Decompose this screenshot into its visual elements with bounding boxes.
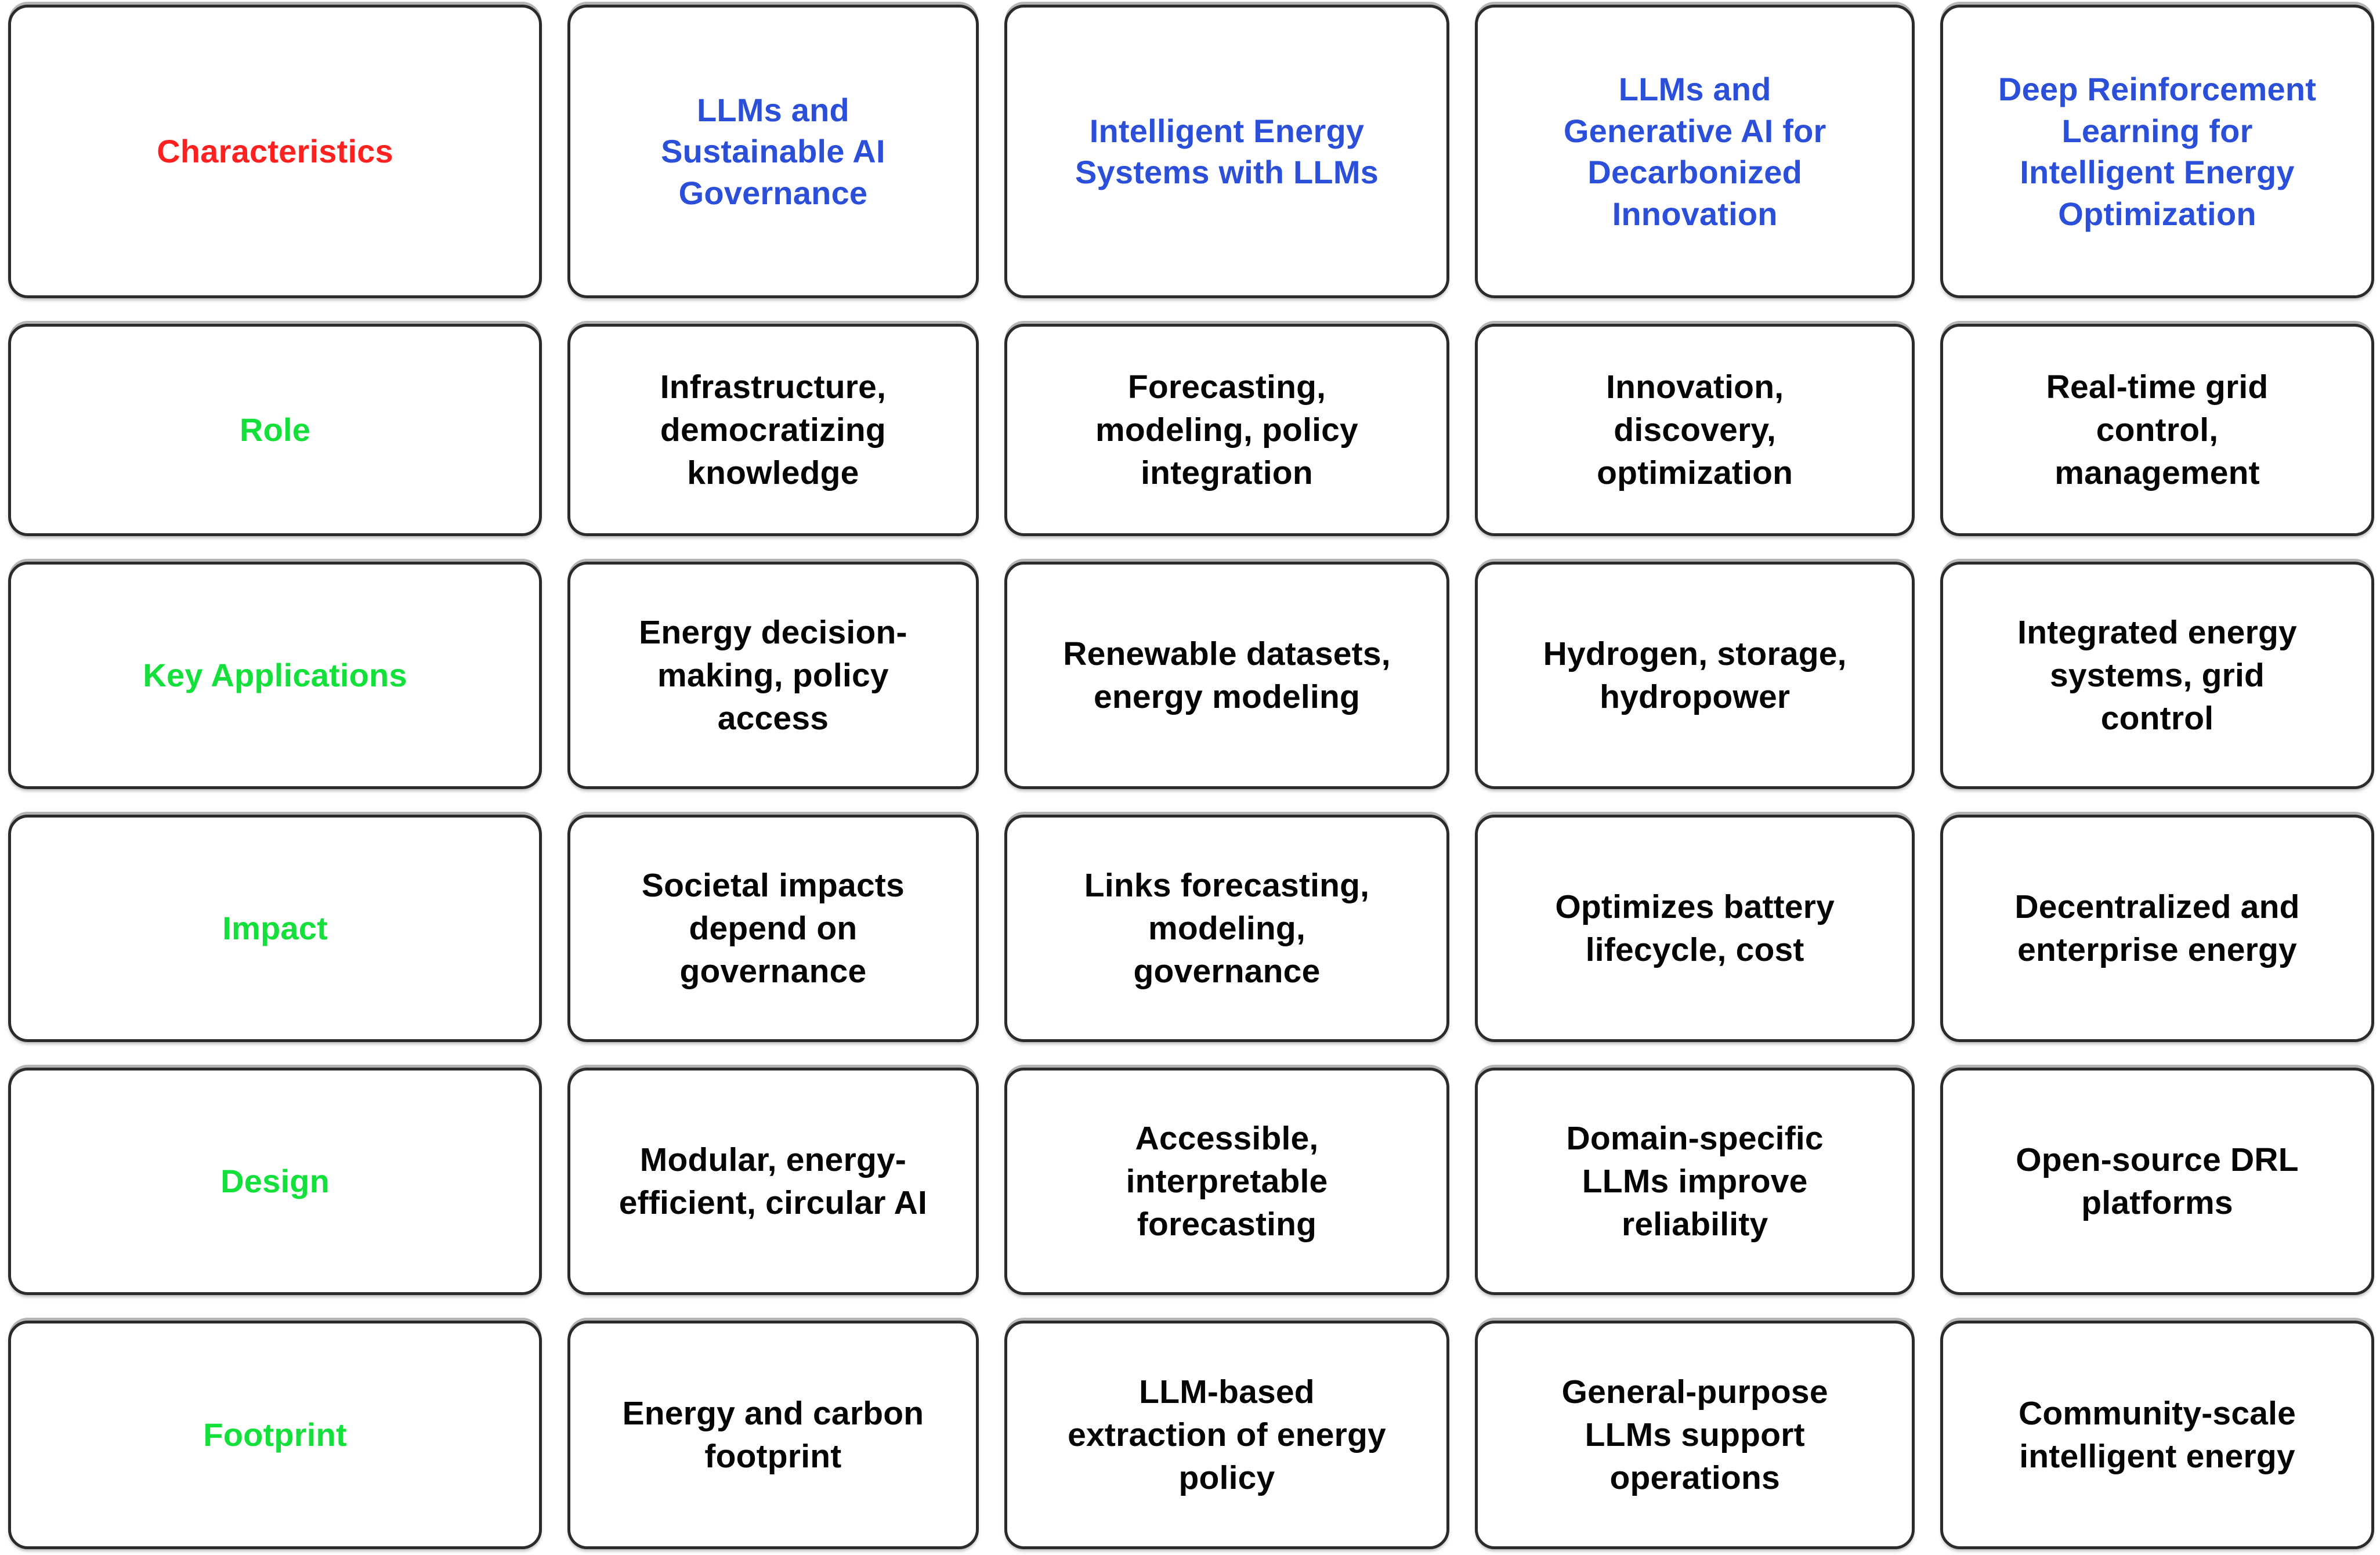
cell-role-col4: Real-time grid control, management xyxy=(1940,324,2374,537)
cell-impact-col1: Societal impacts depend on governance xyxy=(567,815,979,1043)
cell-footprint-col2: LLM-based extraction of energy policy xyxy=(1004,1321,1450,1549)
row-label-design: Design xyxy=(8,1068,542,1296)
cell-impact-col3-text: Optimizes battery lifecycle, cost xyxy=(1555,888,1835,969)
cell-design-col4-text: Open-source DRL platforms xyxy=(2016,1141,2299,1222)
cell-key-applications-col1: Energy decision- making, policy access xyxy=(567,562,979,790)
cell-footprint-col3-text: General-purpose LLMs support operations xyxy=(1561,1373,1828,1497)
cell-design-col2-text: Accessible, interpretable forecasting xyxy=(1126,1119,1328,1243)
cell-role-col3-text: Innovation, discovery, optimization xyxy=(1597,368,1793,492)
cell-footprint-col1: Energy and carbon footprint xyxy=(567,1321,979,1549)
cell-design-col3: Domain-specific LLMs improve reliability xyxy=(1475,1068,1915,1296)
cell-key-applications-col3: Hydrogen, storage, hydropower xyxy=(1475,562,1915,790)
cell-role-col1: Infrastructure, democratizing knowledge xyxy=(567,324,979,537)
column-header-4-label: Deep Reinforcement Learning for Intellig… xyxy=(1998,70,2317,232)
column-header-2-label: Intelligent Energy Systems with LLMs xyxy=(1075,112,1379,191)
cell-design-col4: Open-source DRL platforms xyxy=(1940,1068,2374,1296)
column-header-3: LLMs and Generative AI for Decarbonized … xyxy=(1475,5,1915,299)
cell-design-col2: Accessible, interpretable forecasting xyxy=(1004,1068,1450,1296)
row-label-role: Role xyxy=(8,324,542,537)
cell-footprint-col1-text: Energy and carbon footprint xyxy=(622,1394,924,1476)
column-header-4: Deep Reinforcement Learning for Intellig… xyxy=(1940,5,2374,299)
cell-key-applications-col2: Renewable datasets, energy modeling xyxy=(1004,562,1450,790)
row-label-footprint-text: Footprint xyxy=(203,1416,347,1453)
cell-impact-col1-text: Societal impacts depend on governance xyxy=(641,866,905,990)
cell-key-applications-col1-text: Energy decision- making, policy access xyxy=(639,613,907,737)
header-corner-cell: Characteristics xyxy=(8,5,542,299)
cell-key-applications-col4: Integrated energy systems, grid control xyxy=(1940,562,2374,790)
cell-impact-col2-text: Links forecasting, modeling, governance xyxy=(1084,866,1370,990)
row-label-footprint: Footprint xyxy=(8,1321,542,1549)
characteristics-label: Characteristics xyxy=(157,133,393,170)
cell-design-col1-text: Modular, energy- efficient, circular AI xyxy=(618,1141,928,1222)
row-label-key-applications: Key Applications xyxy=(8,562,542,790)
cell-role-col4-text: Real-time grid control, management xyxy=(2046,368,2269,492)
column-header-1-label: LLMs and Sustainable AI Governance xyxy=(661,91,885,212)
row-label-key-applications-text: Key Applications xyxy=(143,656,407,693)
cell-footprint-col4-text: Community-scale intelligent energy xyxy=(2018,1394,2296,1476)
cell-role-col2: Forecasting, modeling, policy integratio… xyxy=(1004,324,1450,537)
cell-design-col3-text: Domain-specific LLMs improve reliability xyxy=(1566,1119,1824,1243)
cell-role-col2-text: Forecasting, modeling, policy integratio… xyxy=(1095,368,1358,492)
cell-impact-col3: Optimizes battery lifecycle, cost xyxy=(1475,815,1915,1043)
cell-key-applications-col4-text: Integrated energy systems, grid control xyxy=(2017,613,2297,737)
cell-key-applications-col2-text: Renewable datasets, energy modeling xyxy=(1063,635,1391,716)
column-header-1: LLMs and Sustainable AI Governance xyxy=(567,5,979,299)
cell-impact-col4-text: Decentralized and enterprise energy xyxy=(2014,888,2300,969)
cell-key-applications-col3-text: Hydrogen, storage, hydropower xyxy=(1543,635,1847,716)
cell-design-col1: Modular, energy- efficient, circular AI xyxy=(567,1068,979,1296)
cell-impact-col2: Links forecasting, modeling, governance xyxy=(1004,815,1450,1043)
cell-role-col3: Innovation, discovery, optimization xyxy=(1475,324,1915,537)
cell-footprint-col3: General-purpose LLMs support operations xyxy=(1475,1321,1915,1549)
row-label-impact-text: Impact xyxy=(222,909,328,946)
row-label-role-text: Role xyxy=(239,411,311,449)
row-label-design-text: Design xyxy=(220,1162,330,1199)
cell-impact-col4: Decentralized and enterprise energy xyxy=(1940,815,2374,1043)
cell-footprint-col4: Community-scale intelligent energy xyxy=(1940,1321,2374,1549)
column-header-3-label: LLMs and Generative AI for Decarbonized … xyxy=(1563,70,1826,232)
row-label-impact: Impact xyxy=(8,815,542,1043)
cell-footprint-col2-text: LLM-based extraction of energy policy xyxy=(1068,1373,1386,1497)
cell-role-col1-text: Infrastructure, democratizing knowledge xyxy=(660,368,887,492)
column-header-2: Intelligent Energy Systems with LLMs xyxy=(1004,5,1450,299)
